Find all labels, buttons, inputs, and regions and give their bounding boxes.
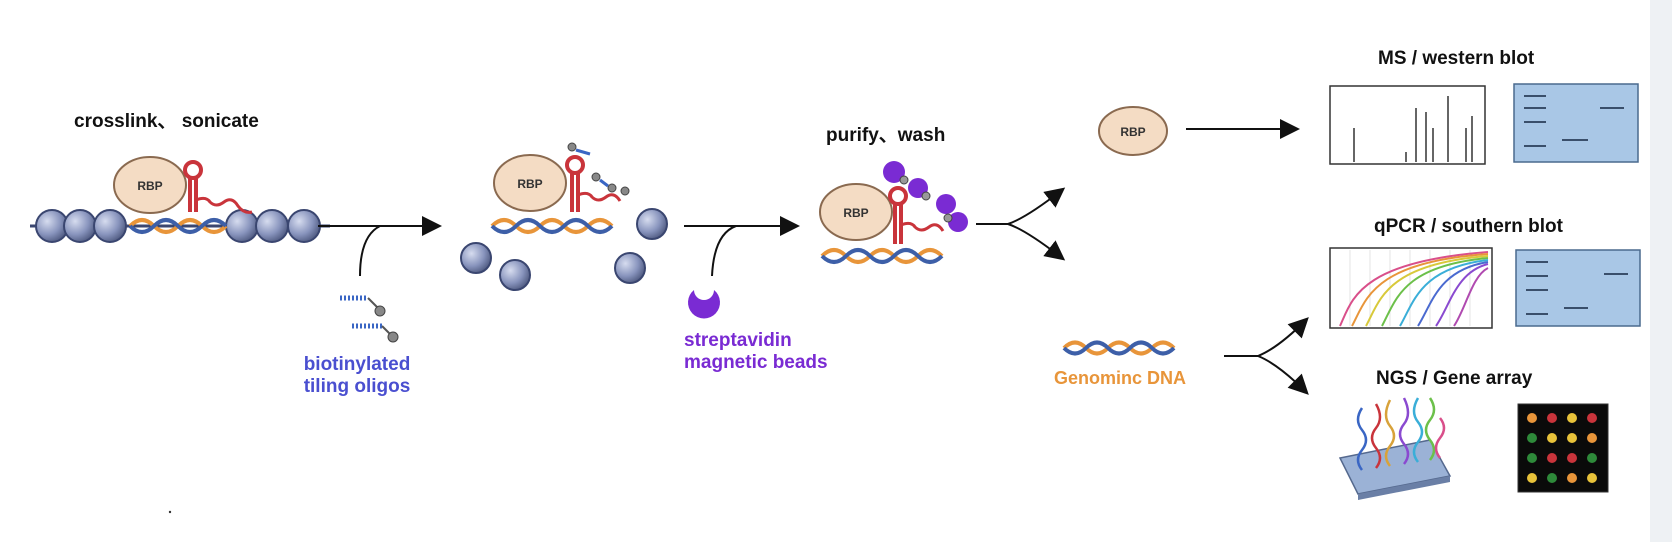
oligos-label: biotinylated tiling oligos [302, 354, 412, 398]
step-purify-label: purify、wash [826, 125, 946, 146]
oligos-label-line1: biotinylated [303, 354, 411, 375]
bound-oligos-icon [567, 142, 630, 196]
rbp-label: RBP [843, 206, 868, 220]
stray-dot [168, 510, 172, 514]
dna-helix-icon [128, 218, 228, 234]
arrow-step-1 [318, 216, 442, 277]
rbp-protein: RBP [493, 154, 567, 212]
genomic-dna-icon [1062, 340, 1176, 356]
rna-hairpin-icon [888, 186, 945, 244]
right-edge-strip [1650, 0, 1672, 542]
ms-spectrum-panel [1329, 85, 1486, 165]
dna-helix-icon [820, 248, 944, 264]
rbp-label: RBP [517, 177, 542, 191]
captured-complex: RBP [819, 161, 968, 264]
chromatin-complex-2: RBP [460, 142, 668, 291]
rna-hairpin-icon [565, 155, 622, 212]
qpcr-curves-panel [1329, 247, 1493, 329]
nucleosome-icon [460, 208, 668, 291]
biotinylated-oligos-icon [340, 295, 399, 343]
rbp-protein: RBP [113, 156, 187, 214]
gene-array-icon [1517, 403, 1609, 493]
beads-label-line1: streptavidin [684, 330, 792, 351]
chromatin-complex-1: RBP [30, 156, 330, 243]
ngs-chip-icon [1338, 397, 1452, 500]
arrow-step-2 [684, 216, 800, 277]
beads-label: streptavidin magnetic beads [684, 330, 828, 374]
genomic-dna-label: Genominc DNA [1054, 368, 1187, 388]
split-arrow-1 [976, 187, 1066, 261]
split-arrow-2 [1224, 317, 1309, 395]
output-ms-title: MS / western blot [1378, 48, 1535, 69]
rbp-protein-isolated: RBP [1098, 106, 1168, 156]
dna-helix-icon [490, 218, 614, 234]
output-ngs-title: NGS / Gene array [1376, 368, 1533, 389]
rbp-label: RBP [1120, 125, 1145, 139]
output-qpcr-title: qPCR / southern blot [1374, 216, 1563, 237]
western-blot-panel [1513, 83, 1639, 163]
streptavidin-bead-icon [688, 290, 720, 319]
oligos-label-line2: tiling oligos [303, 376, 411, 397]
streptavidin-bead-icon [883, 161, 968, 232]
rbp-protein: RBP [819, 183, 893, 241]
rbp-label: RBP [137, 179, 162, 193]
southern-blot-panel [1515, 249, 1641, 327]
beads-label-line2: magnetic beads [684, 352, 828, 373]
step-crosslink-label: crosslink、 sonicate [74, 111, 259, 132]
rna-hairpin-icon [183, 160, 253, 214]
